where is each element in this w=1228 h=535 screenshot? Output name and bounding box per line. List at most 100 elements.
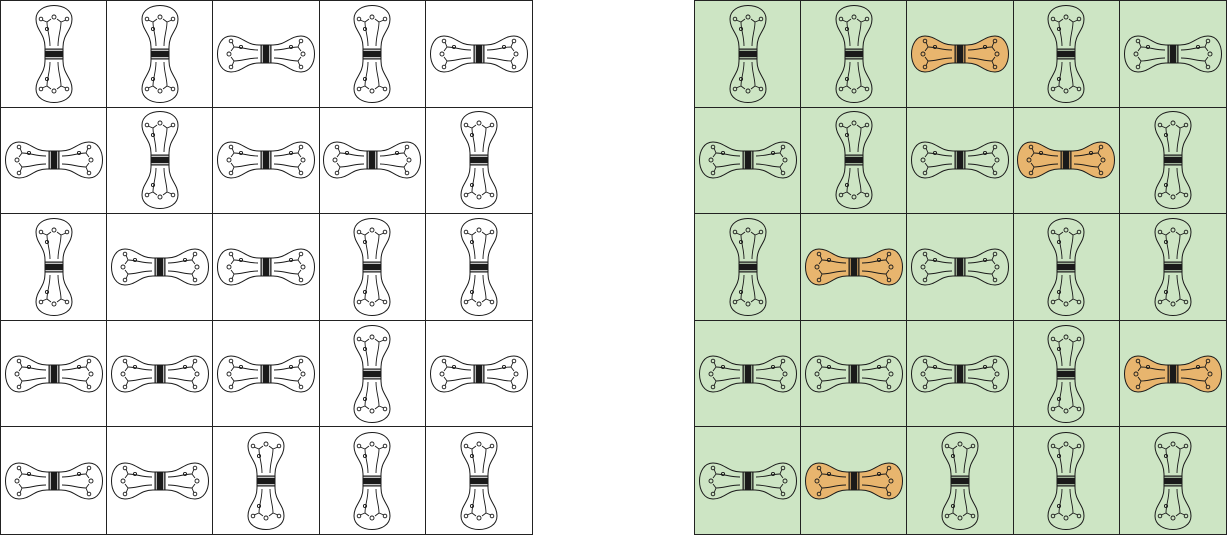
light-bulb-icon <box>460 111 498 210</box>
bulb-cell-r4-c2[interactable] <box>801 320 908 428</box>
light-bulb-icon <box>911 355 1009 393</box>
light-bulb-icon <box>217 355 315 393</box>
light-bulb-icon <box>35 4 73 103</box>
bulb-cell-r2-c2[interactable] <box>801 107 908 215</box>
light-bulb-icon <box>353 431 391 530</box>
bulb-cell-r5-c1[interactable] <box>1 427 108 534</box>
bulb-cell-r1-c1[interactable] <box>695 1 802 108</box>
bulb-cell-r3-c5[interactable] <box>1119 214 1226 321</box>
light-bulb-icon <box>911 248 1009 286</box>
light-bulb-icon <box>941 431 979 530</box>
light-bulb-icon <box>698 462 797 500</box>
bulb-cell-r5-c5[interactable] <box>1120 427 1226 534</box>
bulb-cell-r1-c4[interactable] <box>319 1 426 108</box>
bulb-cell-r3-c1[interactable] <box>1 214 108 321</box>
light-bulb-icon <box>141 111 179 210</box>
light-bulb-icon <box>698 141 797 179</box>
light-bulb-icon <box>217 35 315 73</box>
bulb-cell-r2-c5[interactable] <box>1119 108 1226 215</box>
light-bulb-icon <box>804 462 903 500</box>
bulb-cell-r2-c4[interactable] <box>319 107 426 215</box>
light-bulb-icon <box>911 35 1009 73</box>
bulb-cell-r5-c1[interactable] <box>695 427 802 534</box>
light-bulb-icon <box>911 141 1009 179</box>
bulb-cell-r2-c3[interactable] <box>907 107 1014 215</box>
bulb-cell-r3-c4[interactable] <box>319 214 426 321</box>
light-bulb-icon <box>323 141 422 179</box>
light-bulb-icon <box>460 218 498 316</box>
light-bulb-icon <box>4 462 103 500</box>
light-bulb-icon <box>4 141 103 179</box>
bulb-cell-r4-c2[interactable] <box>107 320 214 428</box>
bulb-cell-r5-c3[interactable] <box>907 427 1014 534</box>
light-bulb-icon <box>353 4 391 103</box>
light-bulb-icon <box>141 4 179 103</box>
light-bulb-icon <box>729 4 767 103</box>
light-bulb-icon <box>729 218 767 316</box>
light-bulb-icon <box>460 431 498 530</box>
light-bulb-icon <box>353 324 391 423</box>
bulb-cell-r3-c5[interactable] <box>425 214 532 321</box>
bulb-cell-r3-c1[interactable] <box>695 214 802 321</box>
bulb-cell-r3-c2[interactable] <box>107 214 214 321</box>
light-bulb-icon <box>353 218 391 316</box>
light-bulb-icon <box>1047 218 1085 316</box>
bulb-cell-r4-c4[interactable] <box>1013 320 1120 428</box>
bulb-cell-r2-c1[interactable] <box>695 107 802 215</box>
bulb-cell-r1-c1[interactable] <box>1 1 108 108</box>
bulb-cell-r2-c5[interactable] <box>425 108 532 215</box>
left-bulb-grid <box>0 0 533 535</box>
bulb-cell-r1-c5[interactable] <box>425 1 532 108</box>
bulb-cell-r2-c3[interactable] <box>213 107 320 215</box>
light-bulb-icon <box>4 355 103 393</box>
bulb-cell-r4-c1[interactable] <box>695 320 802 428</box>
bulb-cell-r5-c3[interactable] <box>213 427 320 534</box>
bulb-cell-r4-c5-lit[interactable] <box>1119 321 1226 428</box>
bulb-cell-r1-c4[interactable] <box>1013 1 1120 108</box>
bulb-cell-r1-c2[interactable] <box>801 1 908 108</box>
bulb-cell-r1-c3[interactable] <box>213 1 320 108</box>
light-bulb-icon <box>1047 324 1085 423</box>
light-bulb-icon <box>1124 35 1222 73</box>
light-bulb-icon <box>1047 4 1085 103</box>
light-bulb-icon <box>804 355 903 393</box>
light-bulb-icon <box>835 4 873 103</box>
bulb-cell-r5-c2[interactable] <box>107 427 214 534</box>
bulb-cell-r3-c3[interactable] <box>213 214 320 321</box>
light-bulb-icon <box>110 462 209 500</box>
bulb-cell-r4-c5[interactable] <box>425 321 532 428</box>
bulb-cell-r5-c2-lit[interactable] <box>801 427 908 534</box>
light-bulb-icon <box>247 431 285 530</box>
bulb-cell-r5-c5[interactable] <box>426 427 532 534</box>
bulb-cell-r1-c3-lit[interactable] <box>907 1 1014 108</box>
bulb-cell-r4-c4[interactable] <box>319 320 426 428</box>
light-bulb-icon <box>1017 141 1116 179</box>
light-bulb-icon <box>804 248 903 286</box>
bulb-cell-r5-c4[interactable] <box>1014 427 1120 534</box>
light-bulb-icon <box>430 35 528 73</box>
bulb-cell-r3-c3[interactable] <box>907 214 1014 321</box>
light-bulb-icon <box>1154 218 1192 316</box>
right-bulb-grid <box>694 0 1227 535</box>
light-bulb-icon <box>110 355 209 393</box>
bulb-cell-r3-c4[interactable] <box>1013 214 1120 321</box>
bulb-cell-r2-c2[interactable] <box>107 107 214 215</box>
light-bulb-icon <box>110 248 209 286</box>
bulb-cell-r1-c5[interactable] <box>1119 1 1226 108</box>
light-bulb-icon <box>1047 431 1085 530</box>
light-bulb-icon <box>835 111 873 210</box>
light-bulb-icon <box>217 248 315 286</box>
bulb-cell-r2-c4-lit[interactable] <box>1013 107 1120 215</box>
bulb-cell-r5-c4[interactable] <box>320 427 426 534</box>
bulb-cell-r4-c3[interactable] <box>907 320 1014 428</box>
bulb-cell-r1-c2[interactable] <box>107 1 214 108</box>
bulb-cell-r4-c1[interactable] <box>1 320 108 428</box>
bulb-cell-r3-c2-lit[interactable] <box>801 214 908 321</box>
bulb-cell-r4-c3[interactable] <box>213 320 320 428</box>
light-bulb-icon <box>698 355 797 393</box>
light-bulb-icon <box>35 218 73 316</box>
light-bulb-icon <box>430 355 528 393</box>
light-bulb-icon <box>1154 431 1192 530</box>
bulb-cell-r2-c1[interactable] <box>1 107 108 215</box>
light-bulb-icon <box>1124 355 1222 393</box>
